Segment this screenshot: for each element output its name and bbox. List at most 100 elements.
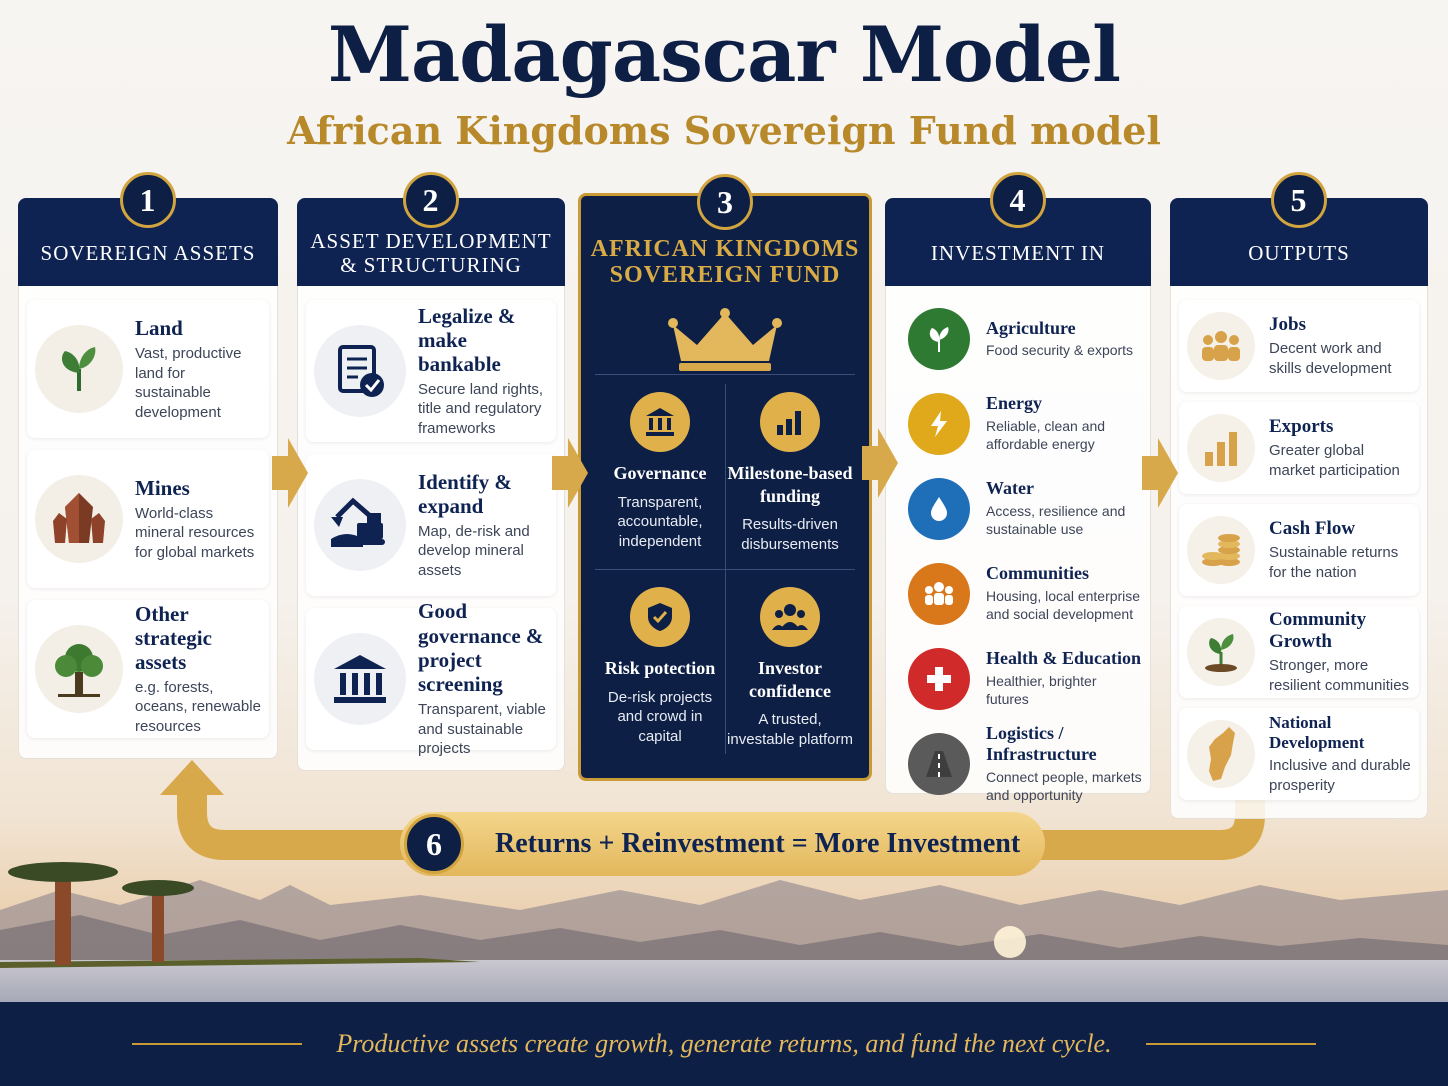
leaf-icon: [35, 325, 123, 413]
item-title: Logistics / Infrastructure: [986, 723, 1097, 764]
column-title-line2: & STRUCTURING: [340, 253, 522, 277]
flow-arrow: [1142, 438, 1178, 508]
card-title: Community Growth: [1269, 608, 1367, 652]
step-number-badge: 5: [1271, 172, 1327, 228]
people-icon: [908, 562, 970, 625]
card-description: Stronger, more resilient communities: [1269, 657, 1410, 694]
fund-title-line1: AFRICAN KINGDOMS: [590, 236, 860, 262]
card-description: Inclusive and durable prosperity: [1269, 757, 1411, 794]
card-description: Transparent, viable and sustainable proj…: [418, 701, 546, 758]
bar-chart-icon: [760, 392, 820, 452]
feature-description: Transparent, accountable, independent: [617, 493, 703, 550]
flow-arrow: [552, 438, 588, 508]
card-description: e.g. forests, oceans, renewable resource…: [135, 678, 261, 735]
item-description: Connect people, markets and opportunity: [986, 768, 1142, 803]
item-title: Energy: [986, 393, 1042, 414]
madagascar-map-icon: [1187, 720, 1255, 788]
card-title: Legalize & make bankable: [418, 303, 516, 376]
column-asset-development: 2 ASSET DEVELOPMENT & STRUCTURING Legali…: [297, 172, 565, 771]
cross-icon: [908, 647, 970, 710]
flow-arrow: [862, 428, 898, 498]
column-outputs: 5 OUTPUTS Jobs Decent work and skills de…: [1170, 172, 1428, 819]
column-sovereign-assets: 1 SOVEREIGN ASSETS Land Vast, productive…: [18, 172, 278, 759]
development-card-governance: Good governance & project screening Tran…: [306, 599, 556, 757]
fund-title: AFRICAN KINGDOMS SOVEREIGN FUND: [581, 236, 869, 289]
feature-description: De-risk projects and crowd in capital: [607, 688, 713, 745]
output-card-cash-flow: Cash Flow Sustainable returns for the na…: [1179, 504, 1419, 596]
card-description: Vast, productive land for sustainable de…: [135, 345, 242, 421]
card-title: Good governance & project screening: [418, 599, 544, 696]
coins-icon: [1187, 516, 1255, 584]
item-description: Access, resilience and sustainable use: [986, 503, 1126, 538]
feature-title: Milestone-based funding: [727, 463, 853, 506]
step-number-badge: 3: [697, 174, 753, 230]
output-card-community-growth: Community Growth Stronger, more resilien…: [1179, 606, 1419, 698]
investment-item-energy: Energy Reliable, clean and affordable en…: [894, 381, 1142, 466]
footer-tagline: Productive assets create growth, generat…: [336, 1029, 1112, 1058]
column-header: 4 INVESTMENT IN: [885, 172, 1151, 286]
step-number-badge: 1: [120, 172, 176, 228]
card-title: Cash Flow: [1269, 517, 1356, 539]
item-description: Housing, local enterprise and social dev…: [986, 588, 1141, 623]
output-card-exports: Exports Greater global market participat…: [1179, 402, 1419, 494]
fund-feature-milestone: Milestone-based funding Results-driven d…: [725, 374, 855, 569]
card-title: Other strategic assets: [135, 601, 212, 674]
fund-feature-grid: Governance Transparent, accountable, ind…: [595, 374, 855, 764]
crystal-icon: [35, 475, 123, 563]
tree-icon: [35, 625, 123, 713]
card-description: Secure land rights, title and regulatory…: [418, 380, 544, 437]
landscape-illustration: [0, 862, 1448, 1002]
document-check-icon: [314, 325, 406, 417]
fund-feature-governance: Governance Transparent, accountable, ind…: [595, 374, 725, 569]
column-title: SOVEREIGN ASSETS: [40, 240, 256, 265]
development-card-identify: Identify & expand Map, de-risk and devel…: [306, 454, 556, 596]
card-title: National Development: [1269, 712, 1365, 752]
column-title-line1: ASSET DEVELOPMENT: [310, 228, 552, 253]
bar-chart-icon: [1187, 414, 1255, 482]
step-number-badge: 4: [990, 172, 1046, 228]
card-description: Sustainable returns for the nation: [1269, 544, 1399, 581]
investment-item-health-education: Health & Education Healthier, brighter f…: [894, 636, 1142, 721]
item-title: Health & Education: [986, 648, 1142, 669]
water-drop-icon: [908, 477, 970, 540]
flow-arrow: [272, 438, 308, 508]
footer-banner: Productive assets create growth, generat…: [0, 1002, 1448, 1086]
feature-title: Governance: [613, 463, 707, 483]
fund-feature-investor: Investor confidence A trusted, investabl…: [725, 569, 855, 764]
reinvestment-text: Returns + Reinvestment = More Investment: [495, 828, 1021, 859]
people-icon: [760, 587, 820, 647]
card-title: Mines: [135, 475, 190, 500]
item-description: Food security & exports: [986, 342, 1134, 359]
card-title: Identify & expand: [418, 469, 512, 518]
crown-icon: [668, 307, 782, 371]
asset-card-mines: Mines World-class mineral resources for …: [27, 450, 269, 588]
feature-description: A trusted, investable platform: [727, 711, 853, 748]
bank-icon: [314, 633, 406, 725]
item-title: Agriculture: [986, 317, 1076, 338]
column-header: 1 SOVEREIGN ASSETS: [18, 172, 278, 286]
lightning-icon: [908, 392, 970, 455]
card-description: World-class mineral resources for global…: [135, 504, 255, 561]
feature-title: Investor confidence: [749, 658, 831, 701]
fund-feature-risk: Risk potection De-risk projects and crow…: [595, 569, 725, 764]
card-description: Greater global market participation: [1269, 442, 1400, 479]
card-title: Land: [135, 315, 183, 340]
item-title: Water: [986, 478, 1034, 499]
feature-description: Results-driven disbursements: [741, 516, 839, 553]
investment-item-water: Water Access, resilience and sustainable…: [894, 466, 1142, 551]
item-title: Communities: [986, 563, 1089, 584]
footer-divider: [132, 1043, 303, 1045]
column-header: 2 ASSET DEVELOPMENT & STRUCTURING: [297, 172, 565, 286]
card-title: Exports: [1269, 415, 1334, 437]
column-title: OUTPUTS: [1248, 240, 1350, 265]
excavator-icon: [314, 479, 406, 571]
column-header: 5 OUTPUTS: [1170, 172, 1428, 286]
item-description: Reliable, clean and affordable energy: [986, 418, 1106, 453]
people-icon: [1187, 312, 1255, 380]
reinvestment-banner: Returns + Reinvestment = More Investment: [400, 812, 1045, 876]
column-sovereign-fund: 3 AFRICAN KINGDOMS SOVEREIGN FUND Govern…: [578, 174, 872, 781]
card-title: Jobs: [1269, 313, 1306, 335]
item-description: Healthier, brighter futures: [986, 673, 1097, 708]
column-title: INVESTMENT IN: [930, 240, 1106, 265]
investment-item-logistics: Logistics / Infrastructure Connect peopl…: [894, 721, 1142, 806]
